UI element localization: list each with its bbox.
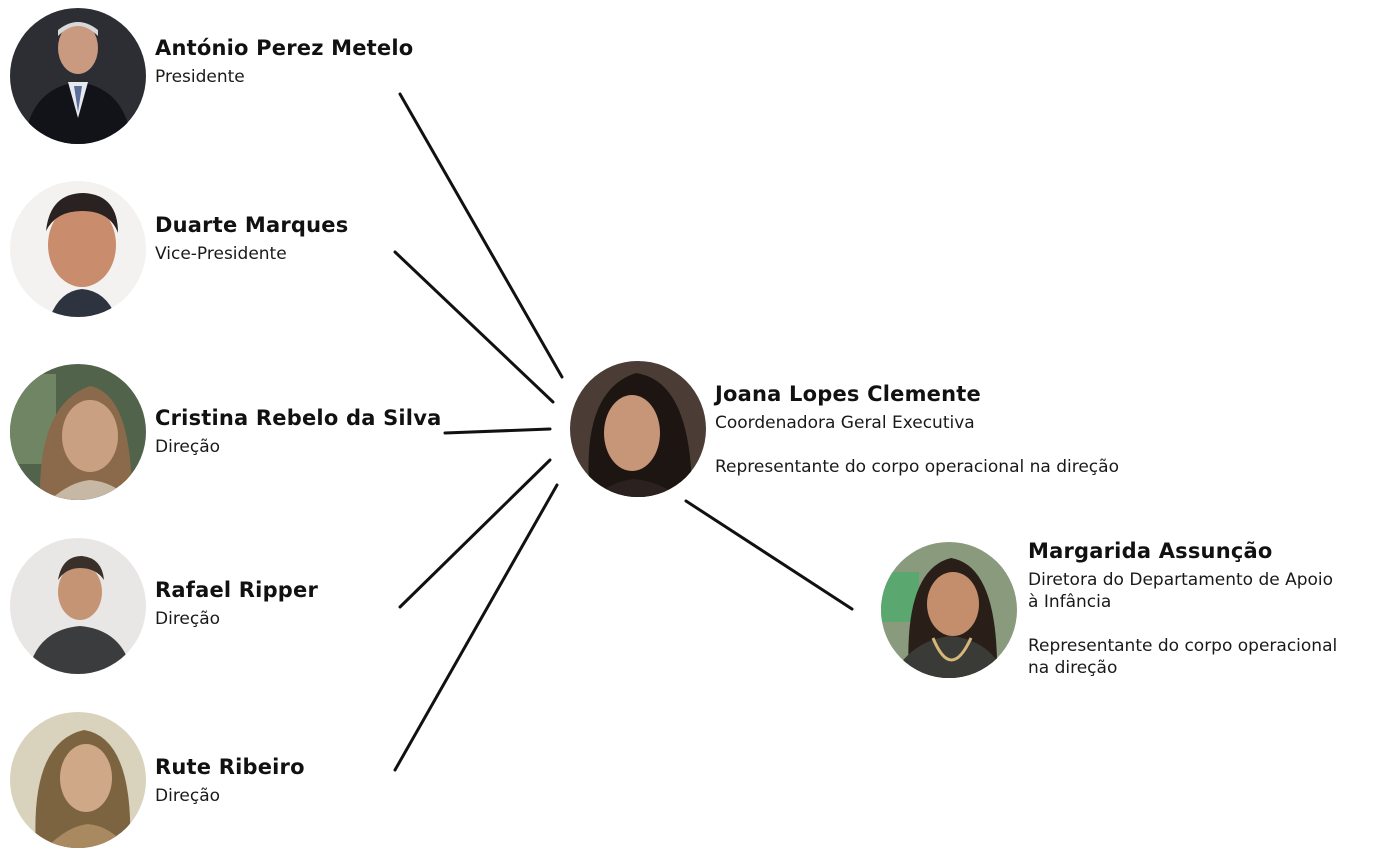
connector-rafael bbox=[398, 458, 552, 609]
avatar-margarida bbox=[881, 542, 1017, 678]
person-role: Vice-Presidente bbox=[155, 244, 287, 264]
person-photo-icon bbox=[10, 8, 146, 144]
person-role: Diretora do Departamento de Apoio à Infâ… bbox=[1028, 570, 1334, 612]
person-name: Joana Lopes Clemente bbox=[715, 382, 981, 406]
person-rafael: Rafael Ripper Direção bbox=[155, 576, 318, 630]
person-photo-icon bbox=[10, 181, 146, 317]
avatar-joana bbox=[570, 361, 706, 497]
person-photo-icon bbox=[10, 712, 146, 848]
person-photo-icon bbox=[10, 364, 146, 500]
avatar-antonio bbox=[10, 8, 146, 144]
person-name: Rafael Ripper bbox=[155, 578, 319, 602]
person-role: Presidente bbox=[155, 67, 245, 87]
person-joana: Joana Lopes Clemente Coordenadora Geral … bbox=[715, 380, 1119, 478]
person-cristina: Cristina Rebelo da Silva Direção bbox=[155, 404, 441, 458]
person-note: Representante do corpo operacional na di… bbox=[1028, 636, 1338, 678]
person-rute: Rute Ribeiro Direção bbox=[155, 753, 305, 807]
person-role: Direção bbox=[155, 437, 221, 457]
avatar-duarte bbox=[10, 181, 146, 317]
person-name: Cristina Rebelo da Silva bbox=[155, 406, 442, 430]
person-photo-icon bbox=[10, 538, 146, 674]
person-role: Direção bbox=[155, 609, 221, 629]
person-role: Coordenadora Geral Executiva bbox=[715, 413, 975, 433]
connector-antonio bbox=[398, 92, 564, 379]
person-photo-icon bbox=[570, 361, 706, 497]
person-name: Duarte Marques bbox=[155, 213, 349, 237]
person-photo-icon bbox=[881, 542, 1017, 678]
person-name: Margarida Assunção bbox=[1028, 539, 1273, 563]
avatar-rafael bbox=[10, 538, 146, 674]
person-margarida: Margarida Assunção Diretora do Departame… bbox=[1028, 537, 1337, 679]
avatar-rute bbox=[10, 712, 146, 848]
person-note: Representante do corpo operacional na di… bbox=[715, 457, 1119, 477]
person-name: Rute Ribeiro bbox=[155, 755, 305, 779]
person-duarte: Duarte Marques Vice-Presidente bbox=[155, 211, 348, 265]
connector-duarte bbox=[393, 250, 555, 404]
avatar-cristina bbox=[10, 364, 146, 500]
connector-margarida bbox=[684, 499, 854, 611]
person-name: António Perez Metelo bbox=[155, 36, 414, 60]
person-role: Direção bbox=[155, 786, 221, 806]
person-antonio: António Perez Metelo Presidente bbox=[155, 34, 413, 88]
connector-cristina bbox=[443, 427, 552, 435]
connector-rute bbox=[393, 483, 559, 772]
